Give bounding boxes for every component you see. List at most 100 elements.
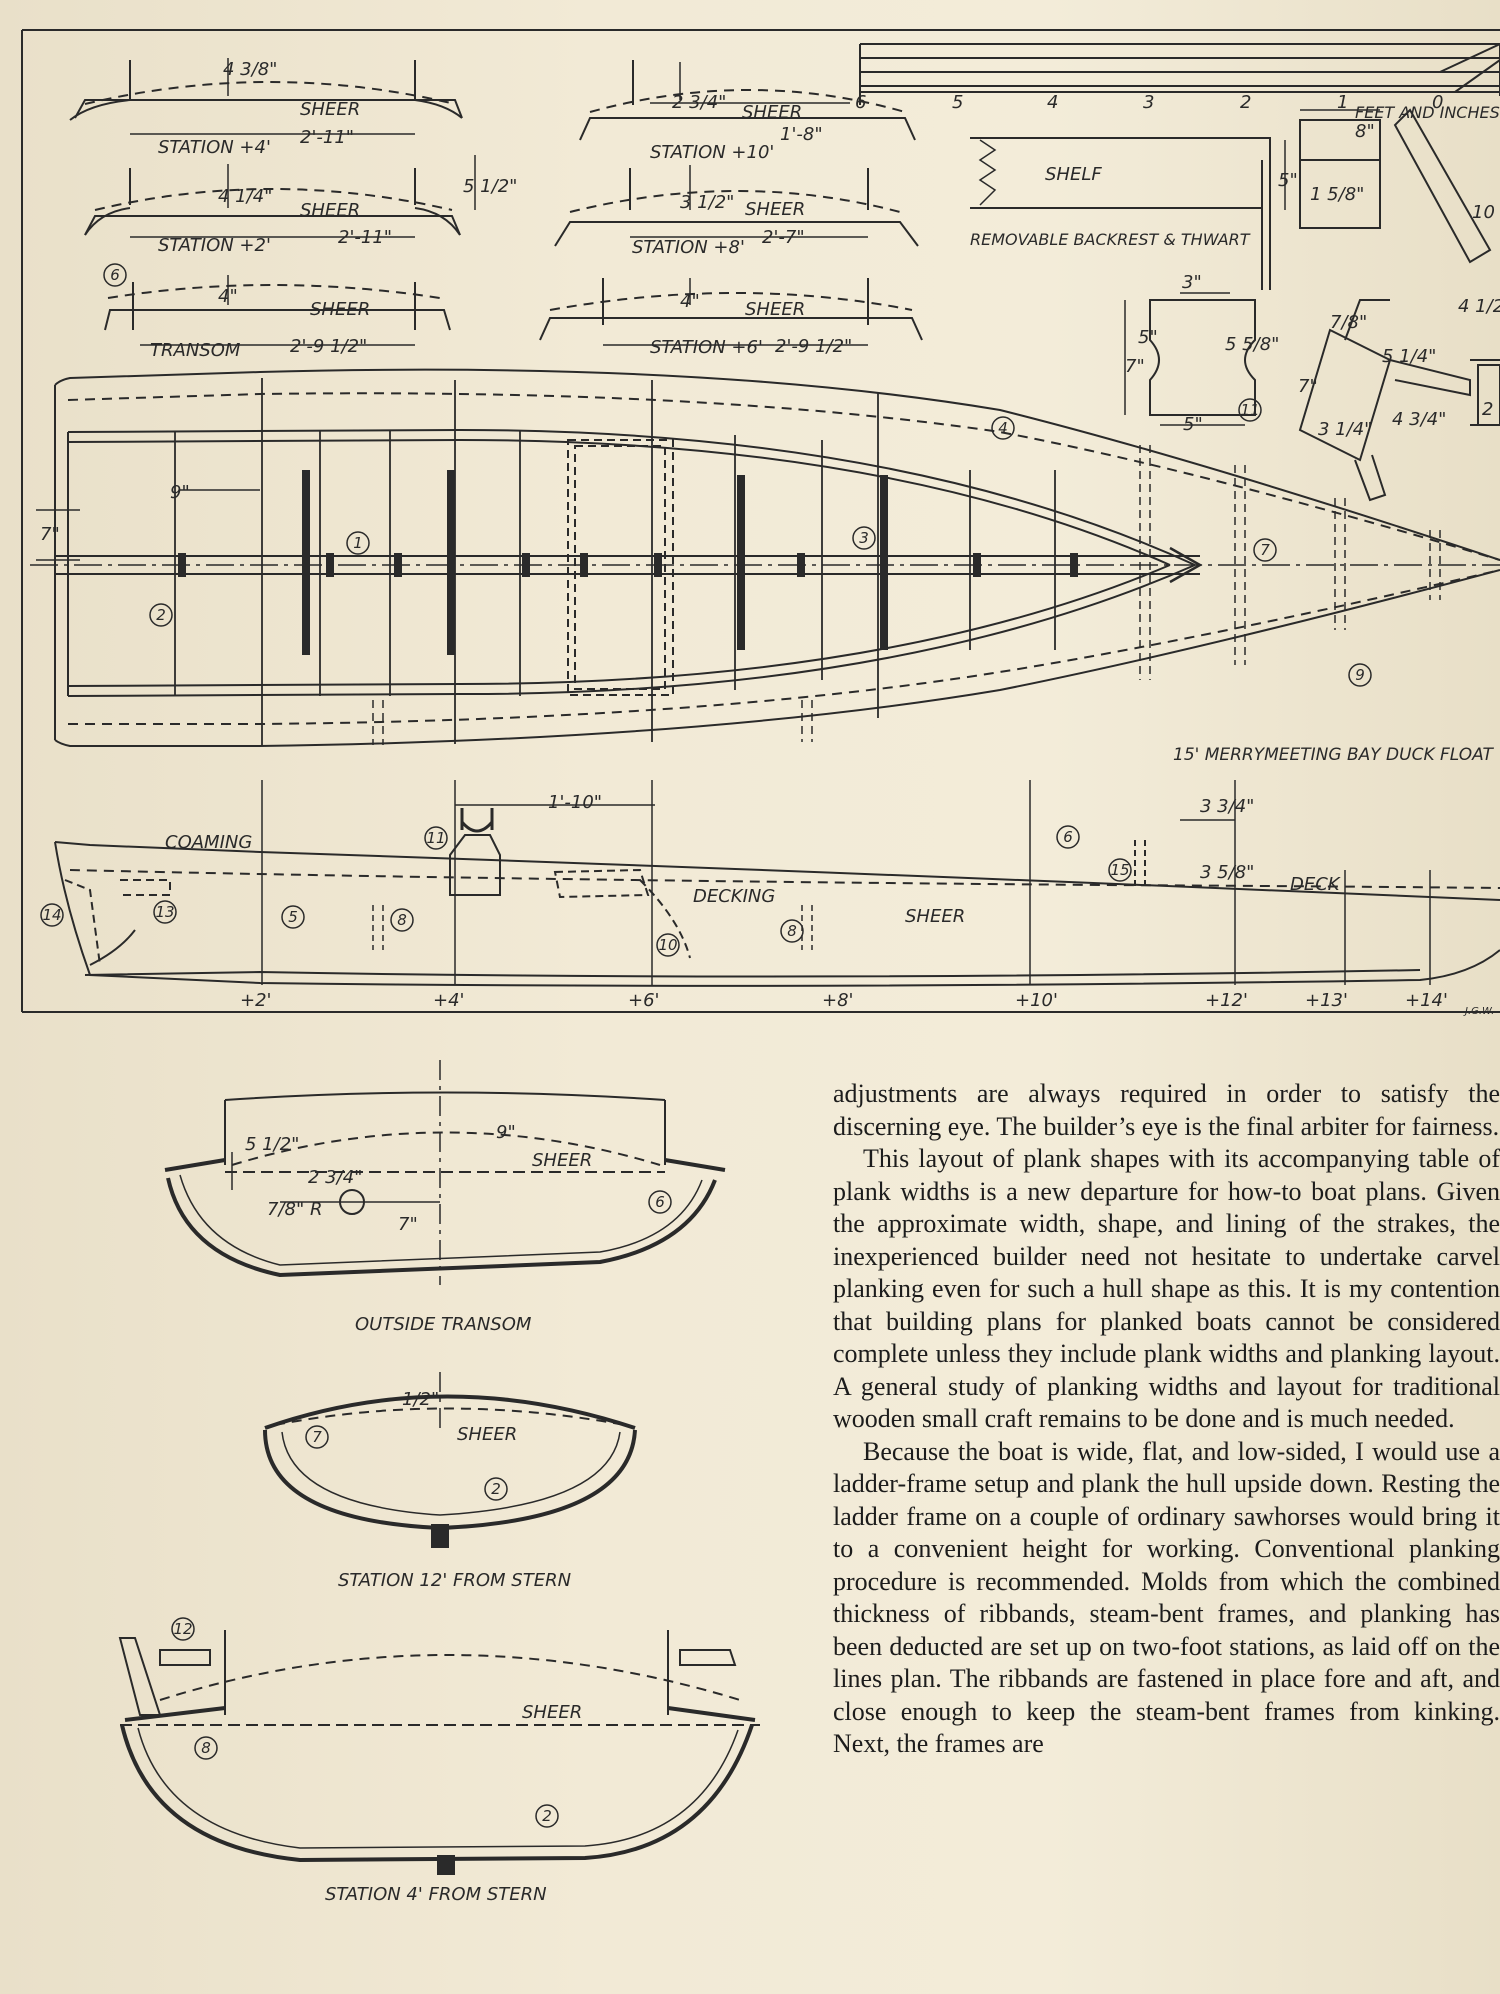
width-transom: 2'-9 1/2" [290,336,367,357]
callout-15: 15 [1110,861,1129,879]
label-station-10: STATION +10' [650,142,774,163]
transom-dim-5-1-2: 5 1/2" [245,1134,299,1155]
callout-8-profile: 8 [787,922,797,940]
sheer-station-2: SHEER [300,200,360,221]
plan-dim-7: 7" [40,524,60,545]
callout-3: 3 [859,529,869,547]
outside-transom-label: OUTSIDE TRANSOM [355,1314,532,1335]
section-view-station-6 [539,278,923,346]
oarlock-dim-2: 2 [1482,399,1493,420]
outside-transom-section [164,1060,726,1285]
sheer-station-10: SHEER [742,102,802,123]
callout-13: 13 [155,903,174,921]
callout-7-station12: 7 [312,1428,322,1446]
sheer-label: SHEER [905,906,965,927]
hull-plan-view [30,368,1500,747]
profile-station-13: +13' [1305,990,1348,1011]
width-station-6: 2'-9 1/2" [775,336,852,357]
width-station-8: 2'-7" [762,227,805,248]
callout-6-transom: 6 [655,1193,665,1211]
label-station-2: STATION +2' [158,235,271,256]
section-view-station-10 [579,60,916,141]
lower-section-labels: OUTSIDE TRANSOM 5 1/2" 9" 2 3/4" 7/8" R … [245,1122,592,1905]
cleat-dim-5b: 5" [1183,414,1203,435]
scale-bar [859,43,1500,96]
deck-label: DECK [1290,874,1341,895]
detail-labels: 6 5 4 3 2 1 0 FEET AND INCHES SHELF REMO… [40,92,1500,765]
oarlock-dim-7: 7" [1298,376,1318,397]
station-4-sheer: SHEER [522,1702,582,1723]
dim-5-1-2: 5 1/2" [463,176,517,197]
station-12-dim: 1/2" [402,1389,439,1410]
scale-tick-5: 5 [952,92,963,113]
section-view-station-2 [84,155,476,238]
cleat-dim-5-5-8: 5 5/8" [1225,334,1279,355]
oarlock-dim-5-1-4: 5 1/4" [1382,346,1436,367]
callout-2: 2 [156,606,166,624]
scale-tick-6: 6 [855,92,866,113]
callout-4: 4 [998,419,1008,437]
cleat-detail [1124,292,1256,426]
profile-station-4: +4' [433,990,464,1011]
transom-dim-7-8-r: 7/8" R [267,1199,322,1220]
decking-label: DECKING [693,886,775,907]
callout-circles [40,263,1372,1828]
rise-transom: 4" [218,286,238,307]
callout-1: 1 [353,534,363,552]
plate-border [21,29,1500,1013]
body-text-column: adjustments are always required in order… [833,1078,1500,1918]
hull-profile-view [54,780,1500,987]
callout-11: 11 [1240,401,1259,419]
cleat-dim-5a: 5" [1138,327,1158,348]
backrest-dim-4-1-2: 4 1/2 [1458,296,1500,317]
scale-tick-3: 3 [1143,92,1154,113]
callout-9: 9 [1355,666,1365,684]
callout-numbers: 1 2 3 4 5 6 6 7 8 8 9 10 11 11 13 14 15 … [42,266,1364,1825]
profile-dim-3-3-4: 3 3/4" [1200,796,1254,817]
callout-2-station12: 2 [491,1480,501,1498]
sheer-transom: SHEER [310,299,370,320]
shelf-label: SHELF [1045,164,1102,185]
callout-8: 8 [397,911,407,929]
oarlock-detail [1298,299,1500,502]
paragraph-2: This layout of plank shapes with its acc… [833,1144,1500,1433]
callout-2-station4: 2 [542,1807,552,1825]
oarlock-dim-4-3-4: 4 3/4" [1392,409,1446,430]
width-station-10: 1'-8" [780,124,823,145]
backrest-thwart-detail [970,108,1492,290]
backrest-label: REMOVABLE BACKREST & THWART [970,230,1251,249]
cleat-dim-7: 7" [1125,356,1145,377]
callout-6-profile: 6 [1063,828,1073,846]
paragraph-1: adjustments are always required in order… [833,1079,1500,1141]
profile-dim-3-5-8: 3 5/8" [1200,862,1254,883]
callout-14: 14 [42,906,61,924]
section-view-station-4 [69,58,463,135]
station-4-section [118,1630,760,1875]
station-12-sheer: SHEER [457,1424,517,1445]
label-station-4: STATION +4' [158,137,271,158]
profile-dim-1-10: 1'-10" [548,792,602,813]
station-4-label: STATION 4' FROM STERN [325,1884,547,1905]
station-12-label: STATION 12' FROM STERN [338,1570,571,1591]
oarlock-dim-3-1-4: 3 1/4" [1318,419,1372,440]
transom-sheer: SHEER [532,1150,592,1171]
profile-station-12: +12' [1205,990,1248,1011]
rise-station-4: 4 3/8" [223,59,277,80]
scale-tick-4: 4 [1047,92,1058,113]
width-station-2: 2'-11" [338,227,392,248]
coaming-label: COAMING [165,832,252,853]
transom-dim-9: 9" [496,1122,516,1143]
sheer-station-8: SHEER [745,199,805,220]
rise-station-6: 4" [680,291,700,312]
backrest-dim-5: 5" [1278,170,1298,191]
callout-5: 5 [288,908,298,926]
rise-station-10: 2 3/4" [672,92,726,113]
backrest-dim-8: 8" [1355,121,1375,142]
scale-label: FEET AND INCHES [1355,103,1500,122]
callout-6: 6 [110,266,120,284]
scale-tick-1: 1 [1337,92,1348,113]
station-12-section [263,1372,637,1548]
profile-station-6: +6' [628,990,659,1011]
profile-station-8: +8' [822,990,853,1011]
